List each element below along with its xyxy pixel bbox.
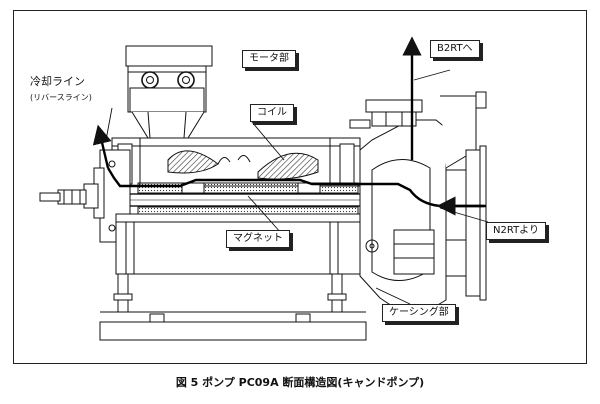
stator-coil [167, 150, 319, 180]
support-base [99, 273, 367, 341]
leader-lines [105, 69, 489, 305]
figure-caption: 図 5 ポンプ PC09A 断面構造図(キャンドポンプ) [175, 376, 425, 389]
coil-label: コイル [250, 104, 294, 122]
reverse-line-label: (リバースライン) [30, 93, 92, 102]
casing-section-label: ケーシング部 [382, 304, 456, 322]
pump-casing [349, 99, 447, 307]
b2rt-outlet-label: B2RTへ [430, 40, 480, 58]
suction-flange [445, 145, 487, 301]
cooling-line-arrow [92, 124, 112, 169]
terminal-box [125, 45, 213, 139]
rotor-magnet [95, 182, 399, 216]
flow-path [106, 167, 484, 208]
n2rt-inlet-label: N2RTより [486, 222, 546, 240]
magnet-label: マグネット [226, 230, 290, 248]
motor-section-label: モータ部 [242, 50, 296, 68]
cooling-line-label: 冷却ライン [30, 75, 85, 88]
